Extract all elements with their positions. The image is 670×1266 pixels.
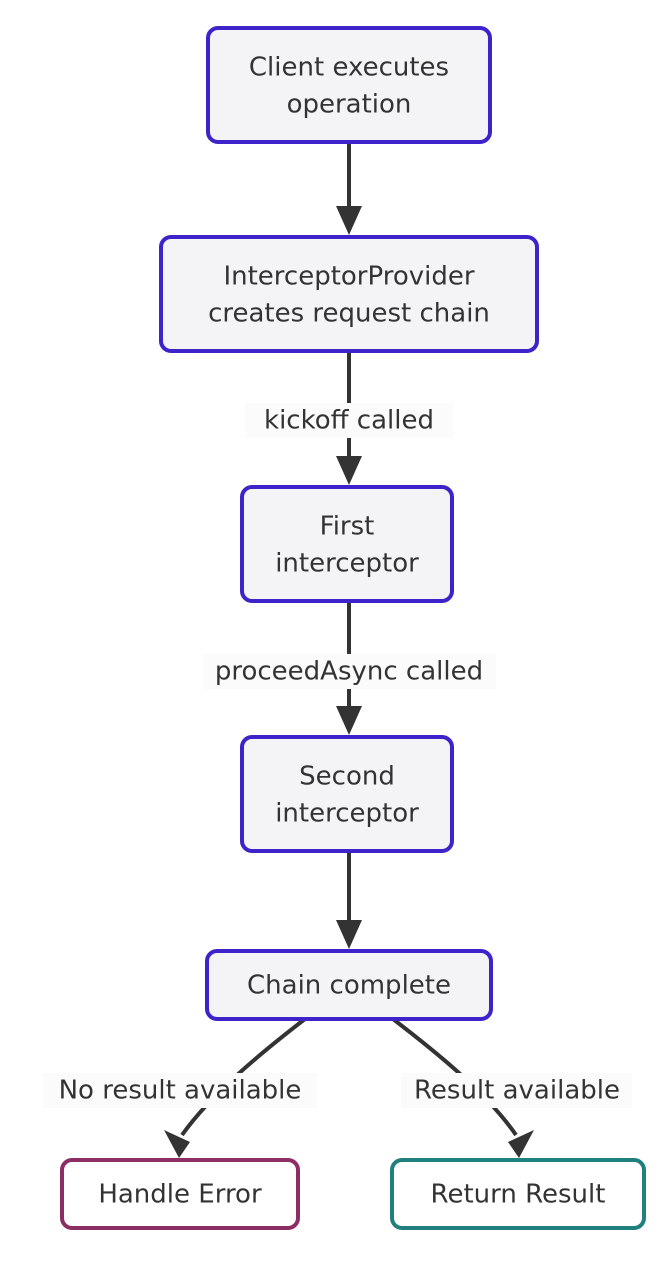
edge-label-text: No result available bbox=[59, 1076, 302, 1106]
arrowhead-icon bbox=[164, 1130, 190, 1158]
node-shape[interactable] bbox=[60, 1158, 300, 1230]
node-shape[interactable] bbox=[240, 485, 454, 603]
arrowhead-icon bbox=[508, 1130, 534, 1158]
arrowhead-icon bbox=[336, 456, 362, 485]
node-interceptorprovider-creates-request-chain[interactable]: InterceptorProvider creates request chai… bbox=[159, 235, 539, 353]
arrowhead-icon bbox=[336, 206, 362, 235]
edge-label-proceedasync-called: proceedAsync called bbox=[203, 654, 496, 689]
edge-label-background bbox=[43, 1073, 317, 1108]
node-label-line-1: Return Result bbox=[431, 1180, 606, 1210]
node-return-result[interactable]: Return Result bbox=[390, 1158, 646, 1230]
edge-label-no-result-available: No result available bbox=[43, 1073, 317, 1108]
arrowhead-icon bbox=[336, 920, 362, 949]
node-label-line-2: creates request chain bbox=[208, 299, 490, 329]
edge-label-text: Result available bbox=[414, 1076, 620, 1106]
edge-label-kickoff-called: kickoff called bbox=[245, 403, 453, 438]
node-client-executes-operation[interactable]: Client executes operation bbox=[206, 26, 492, 144]
node-label-line-1: First bbox=[320, 512, 375, 542]
edge-label-background bbox=[401, 1073, 632, 1108]
node-shape[interactable] bbox=[240, 735, 454, 853]
node-second-interceptor[interactable]: Second interceptor bbox=[240, 735, 454, 853]
node-label-line-1: InterceptorProvider bbox=[223, 262, 474, 292]
edge-label-text: proceedAsync called bbox=[215, 657, 483, 687]
node-label-line-2: operation bbox=[287, 90, 412, 120]
node-label-line-2: interceptor bbox=[275, 549, 419, 579]
edge-label-background bbox=[203, 654, 496, 689]
node-shape[interactable] bbox=[206, 26, 492, 144]
edge-label-result-available: Result available bbox=[401, 1073, 632, 1108]
node-label-line-1: Handle Error bbox=[98, 1180, 262, 1210]
edge-client-to-provider bbox=[336, 142, 362, 235]
node-label-line-1: Second bbox=[299, 762, 395, 792]
node-first-interceptor[interactable]: First interceptor bbox=[240, 485, 454, 603]
node-shape[interactable] bbox=[390, 1158, 646, 1230]
arrowhead-icon bbox=[336, 706, 362, 735]
node-label-line-1: Chain complete bbox=[247, 971, 451, 1001]
edge-label-text: kickoff called bbox=[264, 406, 434, 436]
node-shape[interactable] bbox=[159, 235, 539, 353]
edge-second-to-complete bbox=[336, 851, 362, 949]
node-handle-error[interactable]: Handle Error bbox=[60, 1158, 300, 1230]
node-label-line-2: interceptor bbox=[275, 799, 419, 829]
edge-label-background bbox=[245, 403, 453, 438]
node-shape[interactable] bbox=[205, 949, 493, 1021]
node-label-line-1: Client executes bbox=[249, 53, 449, 83]
node-chain-complete[interactable]: Chain complete bbox=[205, 949, 493, 1021]
